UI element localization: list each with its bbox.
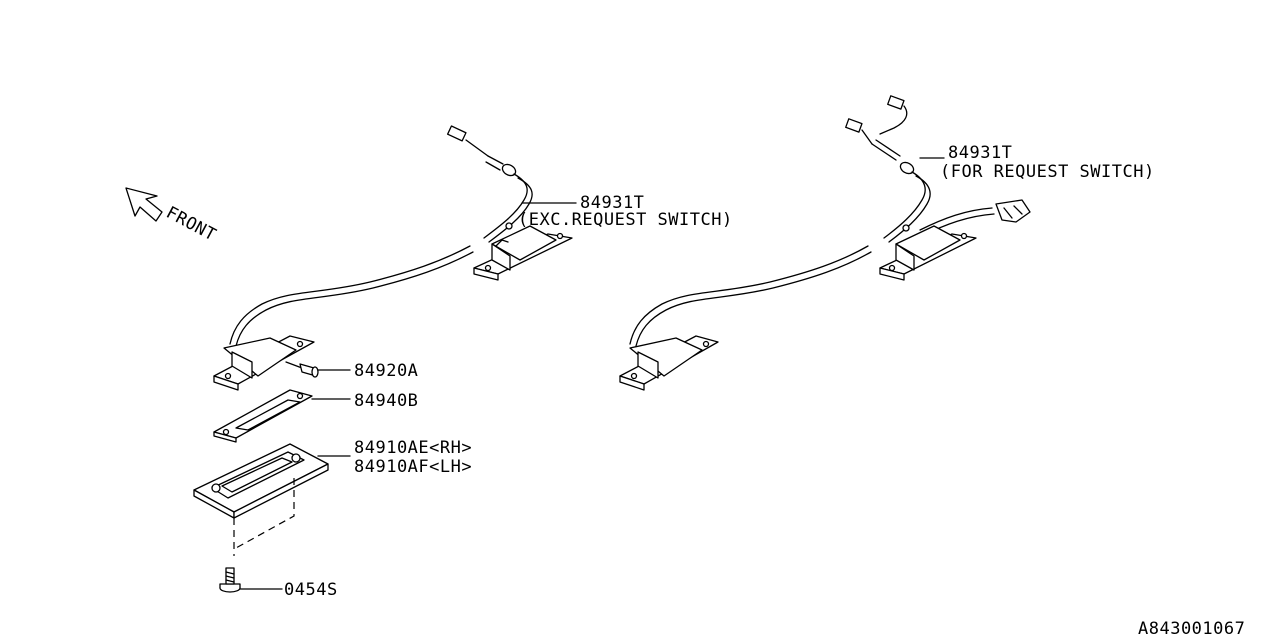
license-lamp-lens (193, 443, 329, 556)
callout-84931T-for: 84931T (948, 143, 1012, 163)
callout-84910AE-rh: 84910AE<RH> (354, 438, 472, 458)
front-arrow: FRONT (125, 187, 220, 246)
gasket-84940B (213, 389, 313, 443)
callout-for-request-switch: (FOR REQUEST SWITCH) (940, 162, 1155, 182)
callout-84920A: 84920A (354, 361, 418, 381)
callout-exc-request-switch: (EXC.REQUEST SWITCH) (518, 210, 733, 230)
screw-0454S (219, 567, 241, 593)
callout-0454S: 0454S (284, 580, 338, 600)
diagram-id: A843001067 (1138, 619, 1245, 639)
callout-84931T-exc: 84931T (580, 193, 644, 213)
harness-exc-request-switch (213, 125, 573, 391)
bulb-84920A (285, 361, 319, 378)
callout-84940B: 84940B (354, 391, 418, 411)
leader-lines (239, 157, 945, 590)
callout-84910AF-lh: 84910AF<LH> (354, 457, 472, 477)
harness-for-request-switch (619, 95, 1031, 391)
front-label: FRONT (163, 203, 220, 246)
